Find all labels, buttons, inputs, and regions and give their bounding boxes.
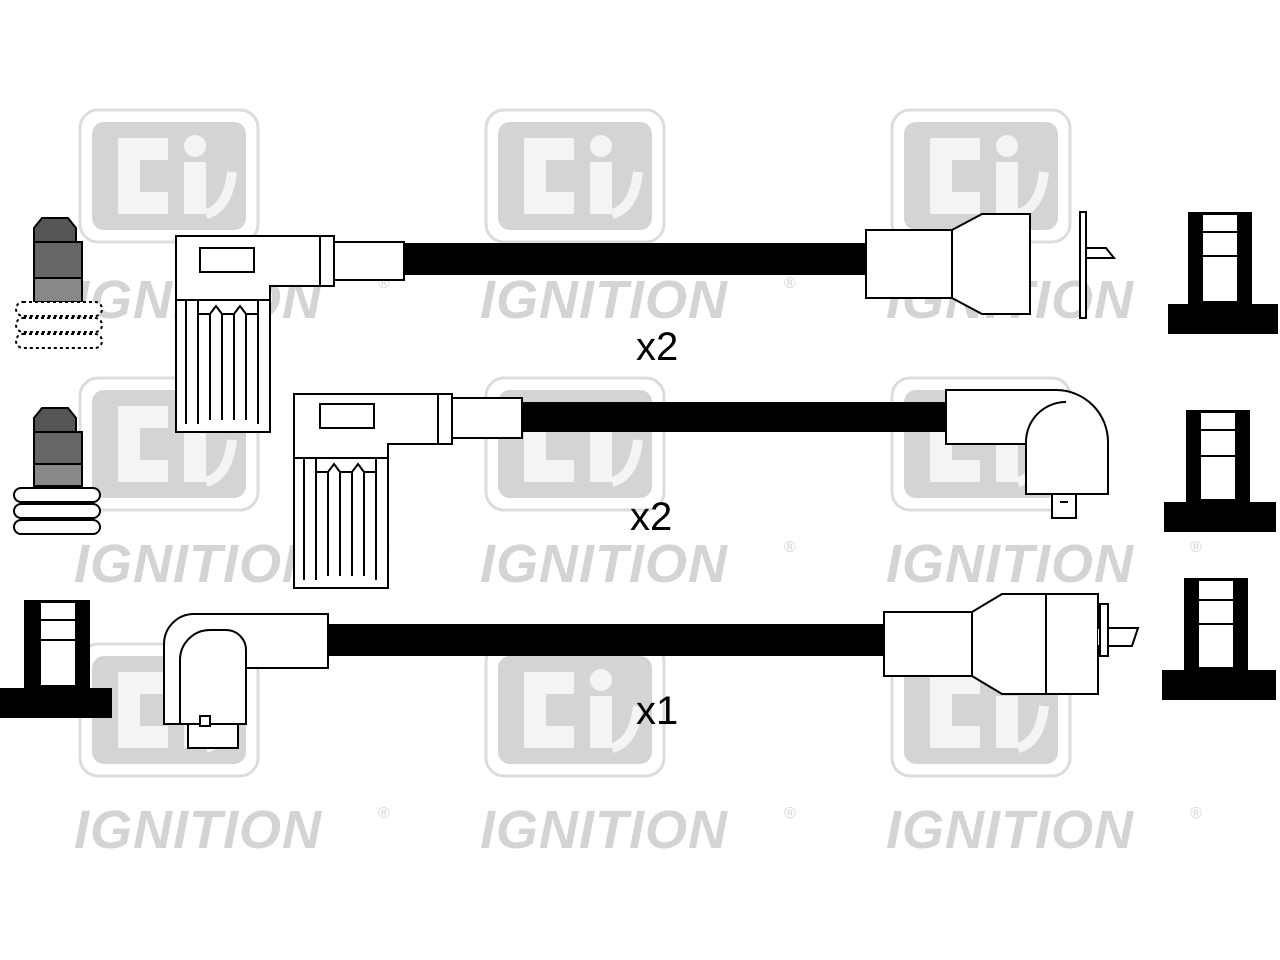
lead-3-quantity: x1 (636, 689, 678, 733)
registered-mark: ® (378, 805, 390, 822)
spark-plug-terminal-left-1 (15, 217, 103, 349)
ci-logo-watermark (486, 110, 664, 242)
ht-cable (404, 243, 866, 275)
distributor-terminal-right-1 (1168, 212, 1278, 334)
ignition-watermark-text: IGNITION (886, 534, 1134, 594)
lead-3 (163, 593, 1140, 749)
lead-1 (175, 211, 1117, 433)
watermark-layer: IGNITION ® IGNITION ® IGNITION ® IGNITIO… (74, 110, 1202, 860)
ignition-watermark-text: IGNITION (886, 800, 1134, 860)
ignition-watermark-text: IGNITION (74, 534, 322, 594)
registered-mark: ® (784, 539, 796, 556)
spark-plug-terminal-left-2 (13, 407, 101, 535)
lead-2 (293, 389, 1109, 589)
lead-2-quantity: x2 (630, 495, 672, 539)
ht-cable (328, 624, 886, 656)
registered-mark: ® (784, 275, 796, 292)
registered-mark: ® (1190, 539, 1202, 556)
ignition-watermark-text: IGNITION (74, 800, 322, 860)
registered-mark: ® (1190, 805, 1202, 822)
ignition-watermark-text: IGNITION (480, 534, 728, 594)
distributor-terminal-left (0, 600, 112, 718)
distributor-terminal-right-3 (1162, 578, 1276, 700)
ignition-watermark-text: IGNITION (480, 800, 728, 860)
lead-1-quantity: x2 (636, 325, 678, 369)
ignition-watermark-text: IGNITION (480, 270, 728, 330)
registered-mark: ® (784, 805, 796, 822)
distributor-terminal-right-2 (1164, 410, 1276, 532)
ht-cable (522, 402, 946, 432)
ci-logo-watermark (80, 110, 258, 242)
